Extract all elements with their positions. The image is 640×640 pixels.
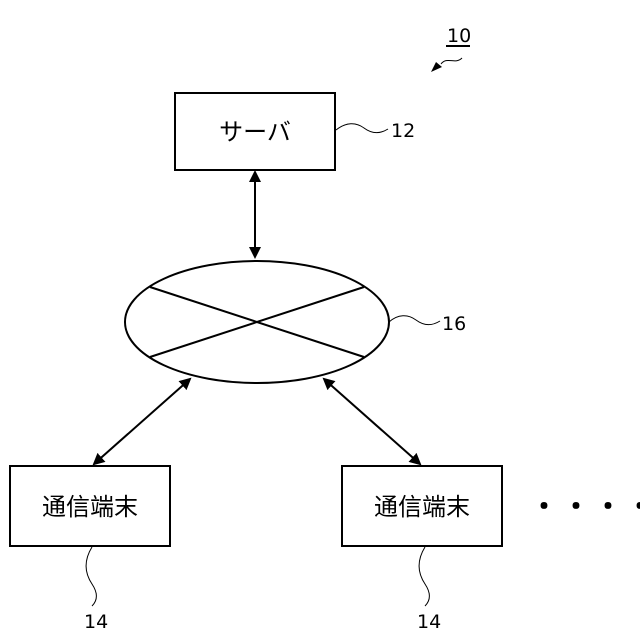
- network-node: [125, 261, 389, 383]
- figure-ref-number: 10: [447, 25, 471, 47]
- network-terminal-2-connection: [324, 379, 420, 464]
- terminal-2-ref-number: 14: [417, 611, 441, 633]
- figure-ref-leader: [441, 58, 462, 64]
- server-node: サーバ: [175, 93, 335, 170]
- server-leader-line: [336, 124, 388, 133]
- network-terminal-1-connection: [94, 379, 190, 464]
- terminal-node-1: 通信端末: [10, 466, 170, 546]
- server-ref-number: 12: [391, 120, 415, 142]
- terminal-node-2: 通信端末: [342, 466, 502, 546]
- terminal-1-leader-line: [86, 547, 97, 606]
- terminal-1-ref-number: 14: [84, 611, 108, 633]
- more-terminals-ellipsis: ・・・・・: [530, 490, 640, 523]
- terminal-1-label: 通信端末: [42, 493, 138, 521]
- network-leader-line: [389, 316, 440, 325]
- network-ref-number: 16: [442, 313, 466, 335]
- terminal-2-label: 通信端末: [374, 493, 470, 521]
- server-label: サーバ: [219, 118, 291, 146]
- figure-ref-arrowhead: [431, 62, 442, 72]
- terminal-2-leader-line: [419, 547, 430, 606]
